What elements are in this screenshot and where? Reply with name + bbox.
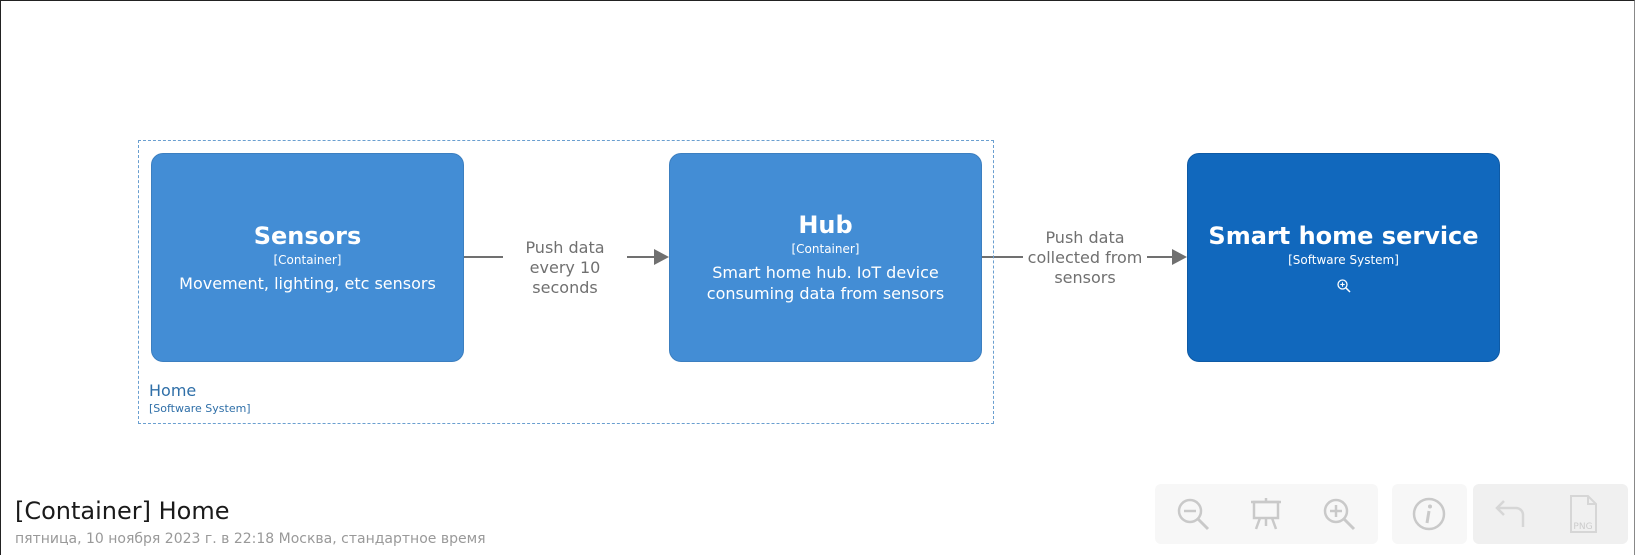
relationship-label: Push data collected from sensors [1023,228,1147,288]
boundary-name: Home [149,381,197,400]
export-png-button[interactable]: PNG [1553,484,1613,544]
easel-icon [1251,498,1281,530]
element-type: [Container] [791,242,860,256]
element-description: Movement, lighting, etc sensors [179,273,436,293]
toolbar-export-group [1473,484,1628,544]
presentation-button[interactable] [1236,484,1296,544]
info-button[interactable] [1399,484,1459,544]
page-date: пятница, 10 ноября 2023 г. в 22:18 Москв… [15,531,486,547]
element-name: Smart home service [1208,221,1479,250]
info-icon [1412,497,1446,531]
element-type: [Container] [273,252,342,267]
png-file-icon [1570,495,1597,533]
zoom-in-icon[interactable] [1336,278,1352,294]
boundary-home [138,140,994,424]
element-name: Sensors [253,221,362,250]
zoom-out-icon [1177,498,1210,531]
relationship-label: Push data every 10 seconds [503,238,627,298]
undo-arrow-icon [1495,500,1525,527]
element-name: Hub [798,211,853,239]
toolbar-zoom-group [1155,484,1378,544]
container-sensors[interactable]: Sensors [Container] Movement, lighting, … [151,153,464,362]
zoom-in-button[interactable] [1309,484,1369,544]
element-description: Smart home hub. IoT device consuming dat… [706,263,945,303]
png-label: PNG [1573,522,1593,532]
page-title: [Container] Home [15,497,230,525]
boundary-type: [Software System] [149,402,251,415]
zoom-in-icon [1323,498,1356,531]
back-button[interactable] [1480,484,1540,544]
container-hub[interactable]: Hub [Container] Smart home hub. IoT devi… [669,153,982,362]
element-type: [Software System] [1288,252,1399,267]
zoom-out-button[interactable] [1163,484,1223,544]
system-smart-home-service[interactable]: Smart home service [Software System] [1187,153,1500,362]
